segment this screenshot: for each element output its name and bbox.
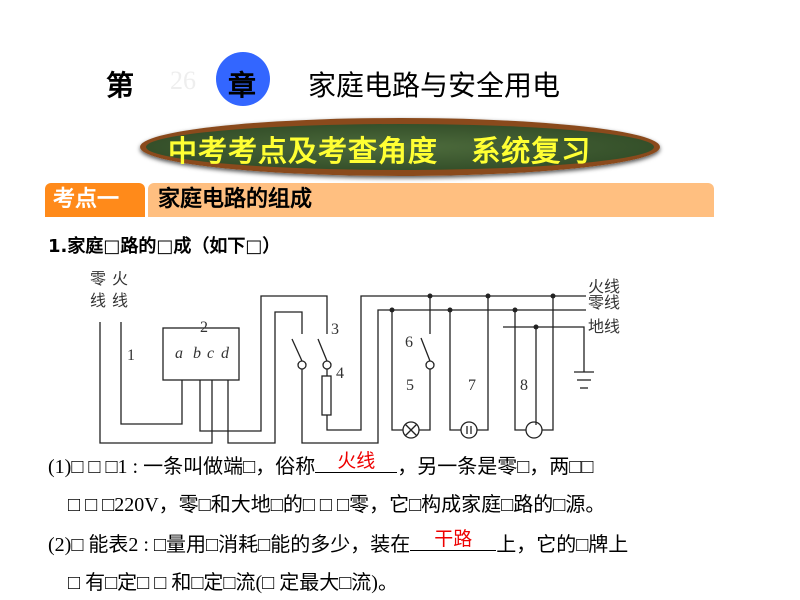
- label-neutral-line: 零线: [588, 294, 620, 312]
- terminal-c: c: [207, 345, 214, 362]
- num-6: 6: [405, 334, 413, 351]
- terminal-d: d: [221, 345, 230, 362]
- lamp-switch: [420, 337, 431, 362]
- title-chapter: 章: [228, 69, 257, 102]
- text-1b: ，另一条是零□，两□□: [397, 456, 594, 478]
- label-wire: 线: [90, 292, 106, 310]
- num-4: 4: [336, 365, 344, 382]
- num-7: 7: [468, 377, 476, 394]
- chapter-circle: [216, 52, 270, 106]
- num-1: 1: [127, 347, 135, 364]
- text-line-2: □ □ □220V，零□和大地□的□ □ □零，它□构成家庭□路的□源。: [68, 494, 606, 516]
- chalkboard-banner: [140, 118, 660, 176]
- label-wire: 线: [112, 292, 128, 310]
- terminal-b: b: [193, 345, 201, 362]
- wires: [99, 295, 594, 444]
- main-switch: [291, 338, 303, 362]
- num-5: 5: [406, 377, 414, 394]
- section-tab: 考点一: [45, 183, 145, 217]
- answer-blank-2: 干路: [410, 524, 497, 551]
- subheading: 1.家庭□路的□成（如下□）: [48, 236, 281, 257]
- chapter-number: 26: [170, 66, 196, 95]
- num-2: 2: [200, 319, 208, 336]
- label-neutral: 零: [90, 271, 106, 288]
- text-1a: (1)□ □ □1 : 一条叫做端□，俗称: [48, 456, 316, 478]
- label-ground-line: 地线: [588, 318, 620, 336]
- title-prefix: 第: [106, 69, 135, 102]
- answer-blank-1: 火线: [315, 446, 398, 473]
- three-pin-socket: [525, 421, 543, 439]
- text-line-1: (1)□ □ □1 : 一条叫做端□，俗称火线，另一条是零□，两□□: [48, 450, 593, 479]
- section-title: 家庭电路的组成: [148, 183, 714, 217]
- banner-text: 中考考点及考查角度 系统复习: [168, 134, 592, 168]
- electric-meter: [162, 327, 240, 381]
- fuse: [321, 375, 332, 416]
- page-title: 家庭电路与安全用电: [308, 69, 561, 102]
- num-3: 3: [331, 321, 339, 338]
- text-3b: 上，它的□牌上: [496, 534, 629, 556]
- junction-dots: [389, 293, 556, 330]
- terminal-a: a: [175, 345, 183, 362]
- text-line-4: □ 有□定□ □ 和□定□流(□ 定最大□流)。: [68, 572, 398, 594]
- text-3a: (2)□ 能表2 : □量用□消耗□能的多少，装在: [48, 534, 411, 556]
- num-8: 8: [520, 377, 528, 394]
- text-line-3: (2)□ 能表2 : □量用□消耗□能的多少，装在干路上，它的□牌上: [48, 528, 628, 557]
- label-live: 火: [112, 271, 128, 288]
- two-pin-socket: [460, 421, 478, 439]
- label-live-line: 火线: [588, 278, 620, 296]
